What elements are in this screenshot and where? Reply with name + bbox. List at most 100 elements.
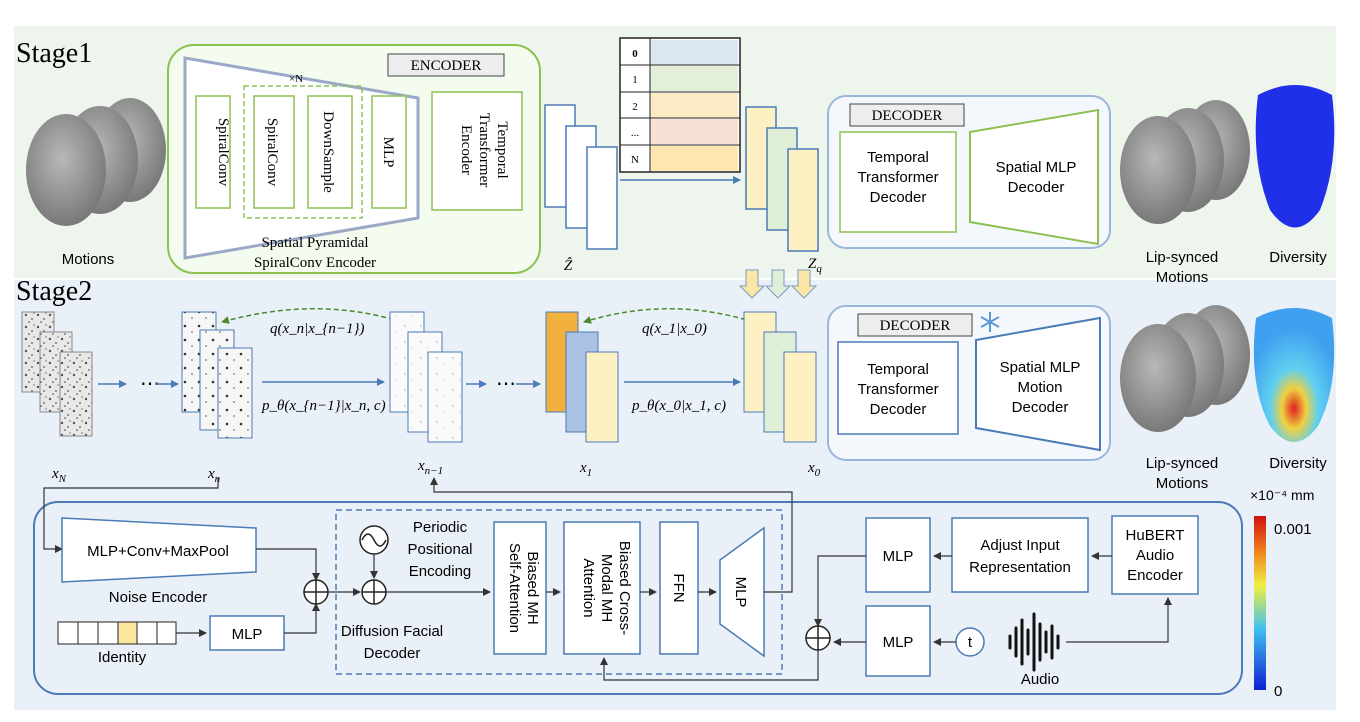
stage2-output-face-stack (1120, 305, 1250, 432)
svg-text:HuBERT: HuBERT (1126, 527, 1185, 544)
output-mlp-block (719, 526, 765, 658)
svg-text:Decoder: Decoder (1012, 399, 1069, 416)
svg-text:Diffusion Facial: Diffusion Facial (341, 623, 443, 640)
noise-encoder-block (61, 517, 257, 583)
encoder-title-box (387, 53, 505, 77)
svg-text:Encoding: Encoding (409, 563, 472, 580)
cross-attention-block (563, 521, 641, 655)
diffusion-decoder-box (335, 509, 783, 675)
hubert-encoder (1111, 515, 1199, 595)
codebook-index-1: 1 (632, 74, 638, 86)
stage1-title: Stage1 (16, 38, 92, 69)
x-n-stack (181, 311, 253, 439)
encoder-blocks: SpiralConv SpiralConv DownSample MLP (195, 95, 407, 209)
svg-text:Self-Attention: Self-Attention (506, 543, 523, 633)
svg-text:Temporal: Temporal (867, 149, 929, 166)
stage2-title: Stage2 (16, 276, 92, 307)
z-q-stack (745, 106, 819, 252)
stage2-diversity-map (1253, 308, 1335, 442)
svg-text:Encoder: Encoder (1127, 567, 1183, 584)
svg-text:Biased MH: Biased MH (524, 551, 541, 624)
audio-to-hubert (1066, 597, 1172, 643)
svg-text:Transformer: Transformer (857, 169, 938, 186)
codebook-index-3: ... (631, 127, 640, 139)
x-0-stack (743, 311, 817, 443)
stage2-decoder-title-box (857, 313, 973, 337)
stage1-output-face-stack (1120, 100, 1250, 224)
block-downsample: DownSample (320, 111, 336, 193)
colorbar (1254, 516, 1266, 690)
identity-mlp (209, 615, 285, 651)
encoder-title: ENCODER (411, 58, 482, 74)
timestep-mlp (865, 605, 931, 677)
svg-text:Encoder: Encoder (458, 125, 474, 175)
identity-label: Identity (98, 649, 147, 666)
stage1-decoder-title-box (849, 103, 965, 127)
timestep-node: t (955, 627, 985, 657)
svg-text:Motion: Motion (1017, 379, 1062, 396)
svg-text:Positional: Positional (407, 541, 472, 558)
z-hat-stack (544, 104, 618, 250)
stage2-output-label-1: Lip-synced (1146, 455, 1219, 472)
stage1-output-label-2: Motions (1156, 269, 1209, 286)
codebook: 0 1 2 ... N (619, 37, 741, 173)
sum-operator-1 (303, 579, 329, 605)
mlp-top-to-sum (814, 555, 866, 627)
sum-operator-3 (805, 625, 831, 651)
stage1-spatial-decoder (969, 108, 1099, 246)
stage2-decoder-title: DECODER (880, 318, 951, 334)
stage2-spatial-decoder (975, 316, 1101, 452)
decoder-detail-container (33, 501, 1243, 695)
stage2-output-label-2: Motions (1156, 475, 1209, 492)
identity-to-sum (284, 603, 320, 634)
svg-text:Decoder: Decoder (364, 645, 421, 662)
identity-vector (57, 621, 177, 645)
x-n-1-stack (389, 311, 463, 443)
svg-text:Transformer: Transformer (857, 381, 938, 398)
condition-to-cross-attn (600, 650, 819, 681)
temporal-encoder-box (431, 91, 523, 211)
snowflake-icon (980, 312, 1000, 332)
audio-mlp-top (865, 517, 931, 593)
sine-wave-icon (359, 525, 389, 555)
xn-to-noise-encoder (43, 478, 219, 553)
svg-text:Attention: Attention (580, 558, 597, 617)
q-label-2: q(x_1|x_0) (642, 321, 707, 337)
stage1-output-label-1: Lip-synced (1146, 249, 1219, 266)
stage2-temporal-decoder (837, 341, 959, 435)
svg-text:Spatial MLP: Spatial MLP (996, 159, 1077, 176)
q-label-1: q(x_n|x_{n−1}) (270, 321, 365, 337)
temporal-encoder-label: Temporal Transformer Encoder (458, 113, 510, 187)
stage1-diversity-label: Diversity (1269, 249, 1327, 266)
p-label-2: p_θ(x_0|x_1, c) (631, 398, 726, 414)
svg-text:Periodic: Periodic (413, 519, 468, 536)
svg-text:MLP: MLP (883, 548, 914, 565)
z-hat-label: Ẑ (564, 257, 573, 274)
codebook-index-n: N (631, 154, 639, 166)
svg-text:Representation: Representation (969, 559, 1071, 576)
sum-operator-2 (361, 579, 387, 605)
x-1-label: x1 (579, 460, 592, 479)
svg-text:Decoder: Decoder (1008, 179, 1065, 196)
audio-label: Audio (1021, 671, 1059, 688)
colorbar-min: 0 (1274, 683, 1282, 700)
svg-text:MLP: MLP (732, 577, 749, 608)
svg-text:Modal MH: Modal MH (598, 554, 615, 622)
stage1-temporal-decoder (839, 131, 957, 233)
colorbar-max: 0.001 (1274, 521, 1312, 538)
p-label-1: p_θ(x_{n−1}|x_n, c) (261, 398, 386, 414)
repeat-group (243, 85, 363, 219)
output-to-x-n-1 (430, 477, 793, 593)
z-q-label: Zq (808, 256, 822, 275)
svg-text:MLP: MLP (883, 634, 914, 651)
motions-label: Motions (62, 251, 115, 268)
svg-text:Temporal: Temporal (494, 121, 510, 178)
ffn-block (659, 521, 699, 655)
svg-text:FFN: FFN (670, 573, 687, 602)
colorbar-unit: ×10⁻⁴ mm (1250, 487, 1314, 503)
block-spiralconv-2: SpiralConv (264, 118, 280, 187)
noise-encoder-caption: Noise Encoder (109, 589, 207, 606)
x-N-stack (21, 311, 93, 437)
svg-text:Adjust Input: Adjust Input (980, 537, 1060, 554)
